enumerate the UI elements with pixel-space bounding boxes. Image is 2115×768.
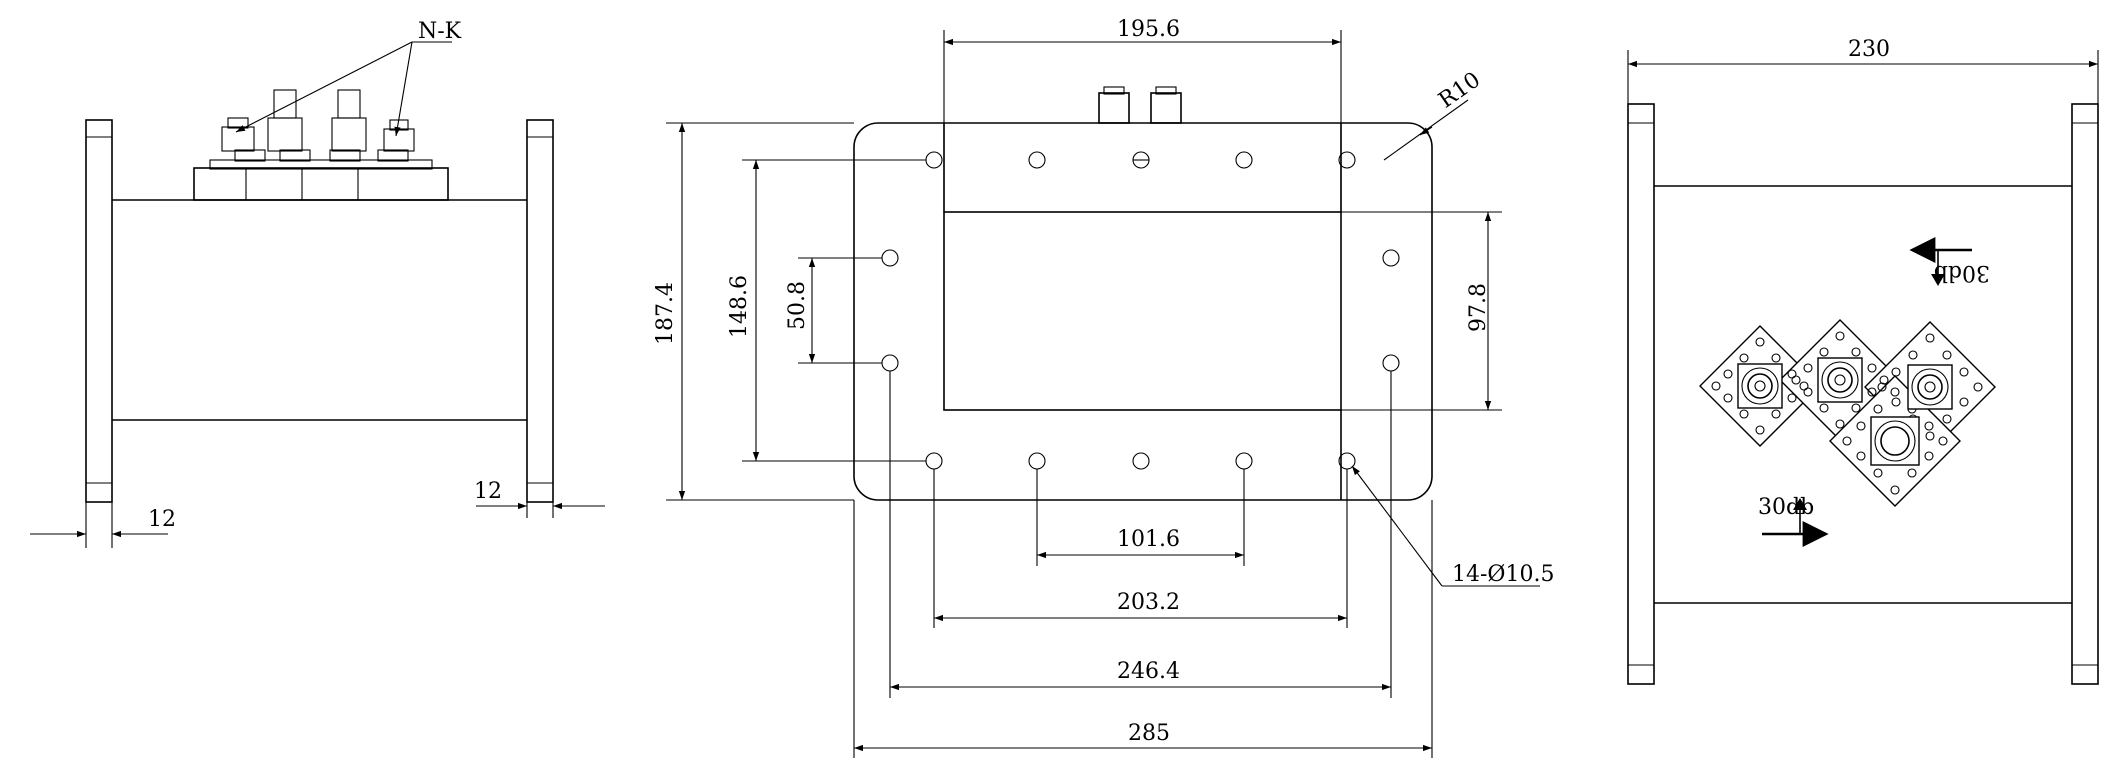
dim-inner-height: 97.8 [1466,283,1491,332]
left-flange-top [1627,103,1655,685]
bolt-hole [1382,354,1400,372]
bolt-hole [1028,151,1046,169]
connector-2 [267,89,303,152]
port-connector [1817,357,1863,403]
coupling-label-bottom: 30db [1758,495,1814,520]
flange-left-dim: 12 [148,507,176,532]
connector-3 [331,89,367,152]
bolt-hole [1382,249,1400,267]
dim-bolt-span-height: 148.6 [727,275,752,338]
dim-overall-width: 285 [1128,721,1170,746]
coupling-label-top: 30db [1934,260,1990,285]
flange-right-dim: 12 [474,479,502,504]
bolt-hole [881,354,899,372]
dim-bolt-span-inner: 203.2 [1117,590,1180,615]
port-connector [1870,416,1920,466]
hole-callout: 14-Ø10.5 [1452,562,1554,587]
port-connector [1737,363,1783,409]
dim-overall-length: 230 [1848,37,1890,62]
dim-hole-pitch: 101.6 [1117,527,1180,552]
dim-outer-height: 187.4 [653,282,678,345]
flange-face-view: 195.6 R10 187.4 148.6 50.8 97.8 101.6 [653,17,1554,758]
bolt-hole [1132,452,1150,470]
bolt-hole [1028,452,1046,470]
bolt-holes [881,151,1400,470]
coupling-arrow-top: 30db [1909,237,1990,286]
flange-outline [853,122,1433,501]
top-connector-1 [1098,92,1130,124]
port-connector [1907,364,1953,410]
right-flange [526,119,554,503]
right-flange-top [2071,103,2099,685]
coupling-arrow-bottom: 30db [1758,495,1829,547]
connector-1 [221,117,255,152]
connector-label: N-K [418,19,462,44]
bolt-hole [925,452,943,470]
dim-side-hole-pitch: 50.8 [785,281,810,330]
bolt-hole [881,249,899,267]
bolt-hole [925,151,943,169]
bolt-hole [1338,151,1356,169]
left-flange [85,119,113,503]
top-view: 230 [1627,37,2099,685]
top-connector-2 [1150,92,1182,124]
side-view: N-K 12 12 [30,19,605,548]
dim-bolt-span-outer: 246.4 [1117,659,1180,684]
dim-top-width: 195.6 [1117,17,1180,42]
bolt-hole [1235,151,1253,169]
dim-corner-radius: R10 [1434,68,1485,114]
connector-block [193,167,449,201]
connector-4 [383,119,415,152]
waveguide-opening [943,211,1342,411]
coupler-plates [1699,319,1996,507]
bolt-hole [1235,452,1253,470]
